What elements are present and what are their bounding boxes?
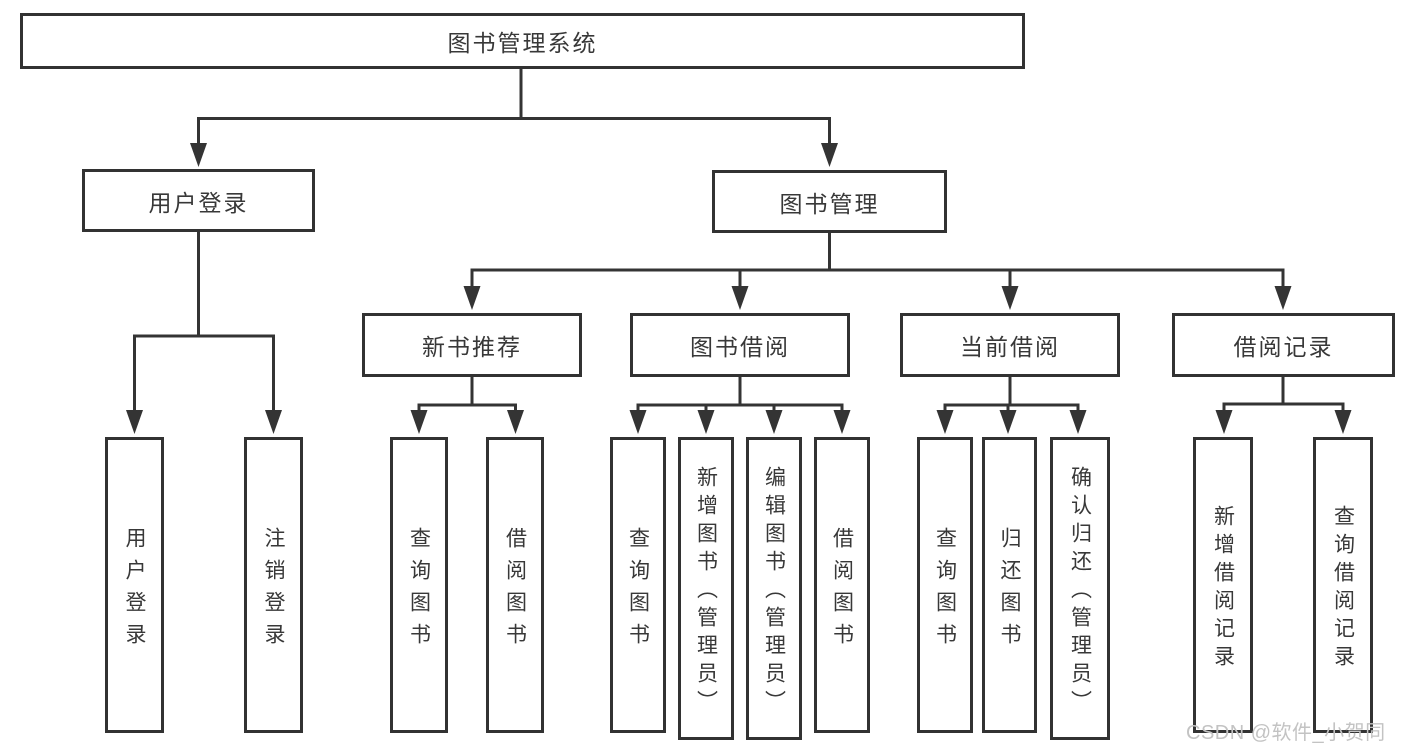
node-borrowing-records: 借阅记录 bbox=[1172, 313, 1395, 377]
leaf-logout-login: 注销登录 bbox=[244, 437, 303, 733]
arrowheads bbox=[126, 143, 1352, 434]
node-current-borrowing: 当前借阅 bbox=[900, 313, 1120, 377]
arrow-down-icon bbox=[999, 410, 1017, 434]
node-new-book-recommendation: 新书推荐 bbox=[362, 313, 582, 377]
arrow-down-icon bbox=[765, 410, 783, 434]
arrow-down-icon bbox=[1274, 286, 1292, 310]
csdn-watermark: CSDN @软件_小贺同学 bbox=[1186, 722, 1386, 744]
arrow-down-icon bbox=[1069, 410, 1087, 434]
node-user-login-group: 用户登录 bbox=[82, 169, 315, 232]
connector-userlogin-to-children bbox=[133, 230, 275, 414]
leaf-query-books-current: 查询图书 bbox=[917, 437, 973, 733]
arrow-down-icon bbox=[1001, 286, 1019, 310]
leaf-borrow-books-newbook: 借阅图书 bbox=[486, 437, 544, 733]
leaf-query-books-borrowing: 查询图书 bbox=[610, 437, 666, 733]
leaf-borrow-books-borrowing: 借阅图书 bbox=[814, 437, 870, 733]
arrow-down-icon bbox=[936, 410, 954, 434]
connector-newbook-to-children bbox=[417, 375, 517, 414]
leaf-user-login: 用户登录 bbox=[105, 437, 164, 733]
leaf-add-borrow-record: 新增借阅记录 bbox=[1193, 437, 1253, 733]
connector-currentborrow-to-children bbox=[943, 375, 1080, 414]
connector-records-to-children bbox=[1222, 375, 1345, 414]
arrow-down-icon bbox=[1215, 410, 1233, 434]
arrow-down-icon bbox=[410, 410, 428, 434]
arrow-down-icon bbox=[126, 410, 143, 434]
arrow-down-icon bbox=[190, 143, 207, 167]
connector-root-to-level2 bbox=[197, 67, 831, 148]
leaf-query-books-newbook: 查询图书 bbox=[390, 437, 448, 733]
connector-bookmgmt-to-level3 bbox=[470, 231, 1285, 290]
leaf-query-borrow-record: 查询借阅记录 bbox=[1313, 437, 1373, 733]
arrow-down-icon bbox=[1334, 410, 1352, 434]
arrow-down-icon bbox=[463, 286, 481, 310]
arrow-down-icon bbox=[833, 410, 851, 434]
arrow-down-icon bbox=[507, 410, 524, 434]
node-book-borrowing: 图书借阅 bbox=[630, 313, 850, 377]
leaf-return-books: 归还图书 bbox=[982, 437, 1037, 733]
arrow-down-icon bbox=[697, 410, 715, 434]
arrow-down-icon bbox=[629, 410, 647, 434]
connector-bookborrow-to-children bbox=[636, 375, 844, 414]
arrow-down-icon bbox=[265, 410, 282, 434]
node-book-management: 图书管理 bbox=[712, 170, 947, 233]
leaf-edit-book-admin: 编辑图书（管理员） bbox=[746, 437, 802, 740]
leaf-confirm-return-admin: 确认归还（管理员） bbox=[1050, 437, 1110, 740]
arrow-down-icon bbox=[821, 143, 838, 167]
arrow-down-icon bbox=[731, 286, 749, 310]
leaf-add-book-admin: 新增图书（管理员） bbox=[678, 437, 734, 740]
node-library-management-system: 图书管理系统 bbox=[20, 13, 1025, 69]
